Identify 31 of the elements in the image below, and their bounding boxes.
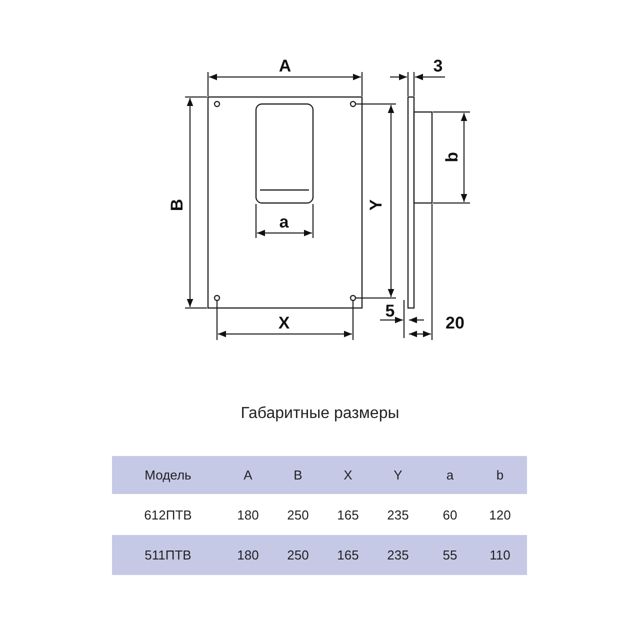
table-cell-text: 120 xyxy=(489,508,511,522)
column-header: Y xyxy=(394,468,402,482)
table-title: Габаритные размеры xyxy=(240,405,400,423)
column-header: A xyxy=(244,468,252,482)
table-cell-text: 511ПТВ xyxy=(144,548,192,562)
table-cell-text: 55 xyxy=(442,548,458,562)
table-cell-text: 235 xyxy=(387,508,409,522)
column-header: a xyxy=(446,468,454,482)
dimension-label: B xyxy=(168,198,186,212)
column-header: Модель xyxy=(144,468,192,482)
dimension-label: b xyxy=(444,152,460,162)
dimension-label: A xyxy=(278,58,292,74)
table-cell-text: 250 xyxy=(287,548,309,562)
table-cell-text: 110 xyxy=(490,548,510,562)
column-header: b xyxy=(496,468,504,482)
dimension-label: X xyxy=(278,314,290,332)
table-cell-text: 180 xyxy=(237,548,259,562)
table-cell-text: 250 xyxy=(287,508,309,522)
table-cell-text: 612ПТВ xyxy=(144,508,192,522)
table-cell-text: 235 xyxy=(387,548,409,562)
table-cell-text: 165 xyxy=(337,508,359,522)
dimension-label: 5 xyxy=(385,302,395,320)
table-cell-text: 60 xyxy=(442,508,458,522)
dimension-label: 20 xyxy=(446,314,464,332)
table-cell-text: 165 xyxy=(337,548,359,562)
dimension-label: 3 xyxy=(433,58,443,74)
column-header: B xyxy=(294,468,302,482)
table-cell-text: 180 xyxy=(237,508,259,522)
dimension-label: a xyxy=(279,214,289,230)
column-header: X xyxy=(344,468,352,482)
dimension-label: Y xyxy=(368,199,384,211)
